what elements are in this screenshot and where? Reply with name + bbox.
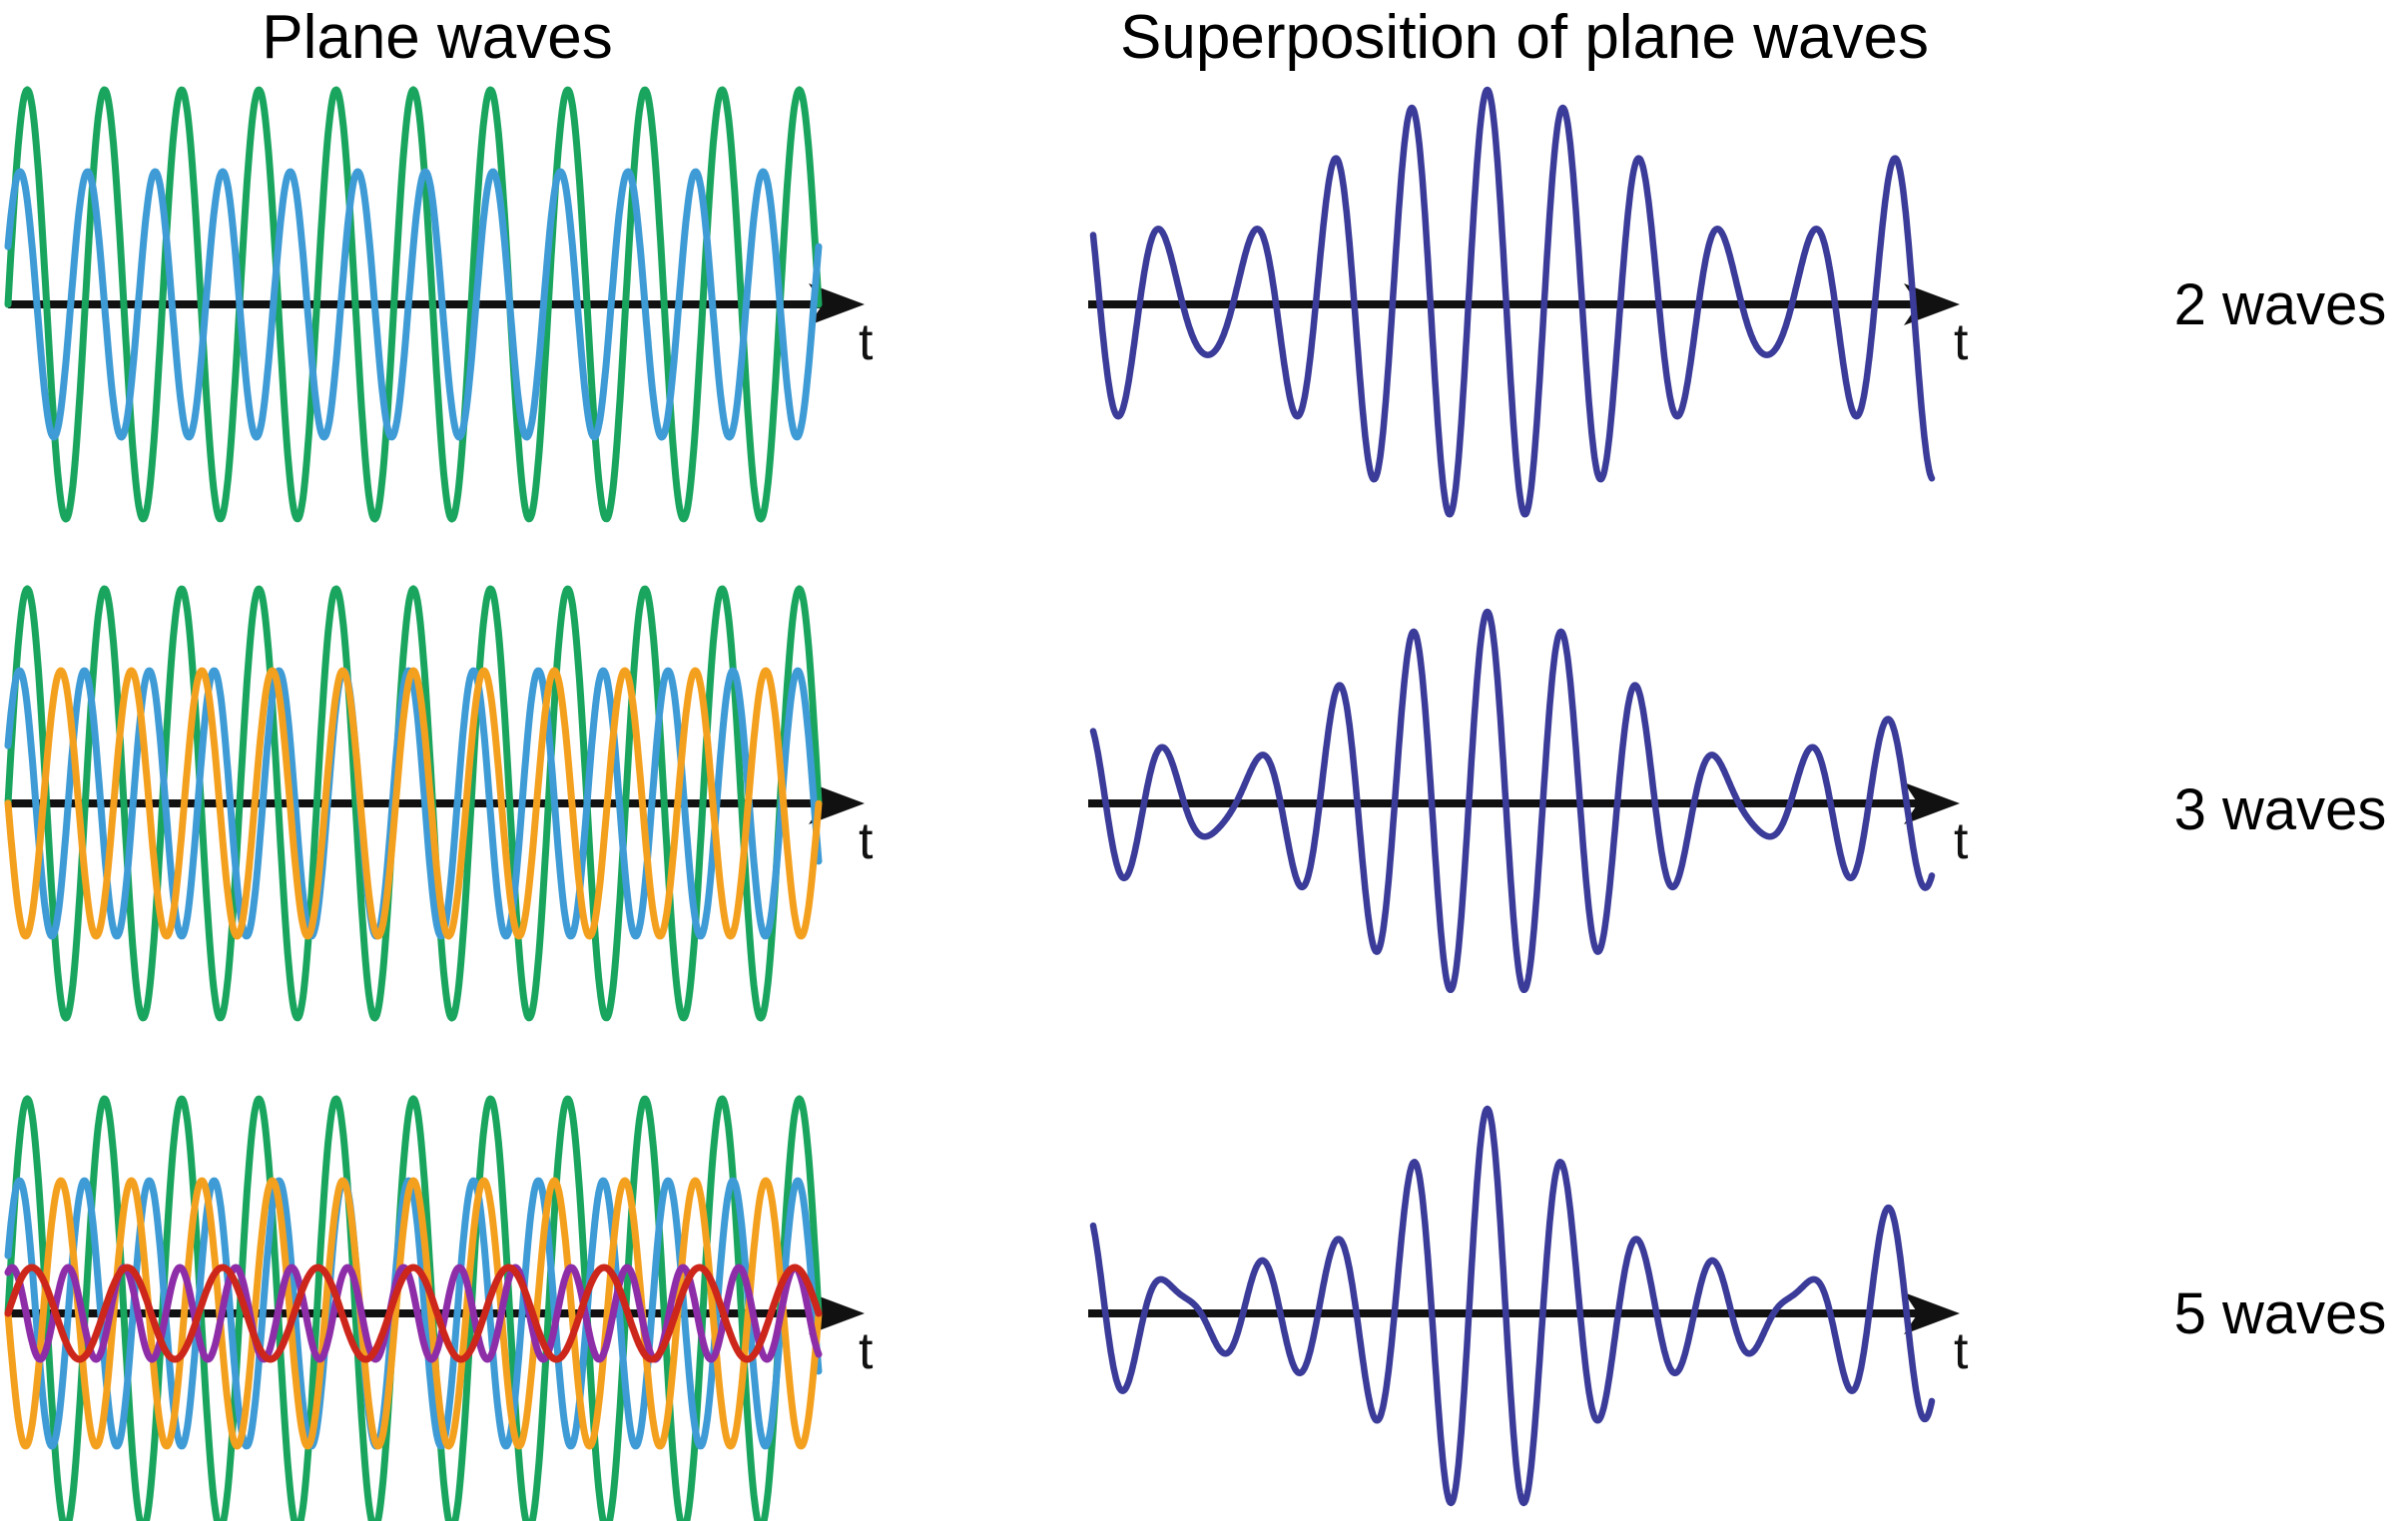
left-axis-row1-t-label: t — [859, 313, 874, 371]
right-axis-row1-arrowhead-icon — [1904, 283, 1960, 325]
plane-wave-orange-row2 — [4, 667, 823, 940]
right-axis-row2-t-label: t — [1954, 812, 1969, 870]
left-column-title: Plane waves — [262, 3, 613, 72]
superposition-curve-row3 — [1089, 1105, 1936, 1507]
right-column-title: Superposition of plane waves — [1120, 3, 1929, 72]
left-axis-row1-arrowhead-icon — [809, 283, 865, 325]
plane-wave-green-row2 — [4, 585, 823, 1022]
right-axis-row3-t-label: t — [1954, 1322, 1969, 1380]
row-label-5-waves: 5 waves — [2173, 1281, 2387, 1346]
left-axis-row3-t-label: t — [859, 1322, 874, 1380]
left-axis-row2-arrowhead-icon — [809, 782, 865, 824]
plane-wave-blue-row2 — [4, 667, 823, 940]
left-axis-row3-arrowhead-icon — [809, 1292, 865, 1334]
right-axis-row3-arrowhead-icon — [1904, 1292, 1960, 1334]
right-axis-row2-arrowhead-icon — [1904, 782, 1960, 824]
row-label-3-waves: 3 waves — [2173, 777, 2387, 842]
plane-wave-green-row1 — [4, 86, 823, 523]
plane-wave-red-row3 — [4, 1264, 823, 1363]
row-label-2-waves: 2 waves — [2173, 272, 2387, 337]
right-axis-row1-t-label: t — [1954, 313, 1969, 371]
superposition-curve-row2 — [1089, 608, 1936, 994]
plane-wave-orange-row3 — [4, 1177, 823, 1450]
superposition-curve-row1 — [1089, 86, 1936, 518]
plane-wave-green-row3 — [4, 1095, 823, 1521]
plane-wave-blue-row1 — [4, 168, 823, 441]
left-axis-row2-t-label: t — [859, 812, 874, 870]
plane-wave-purple-row3 — [4, 1264, 823, 1363]
plane-wave-blue-row3 — [4, 1177, 823, 1450]
